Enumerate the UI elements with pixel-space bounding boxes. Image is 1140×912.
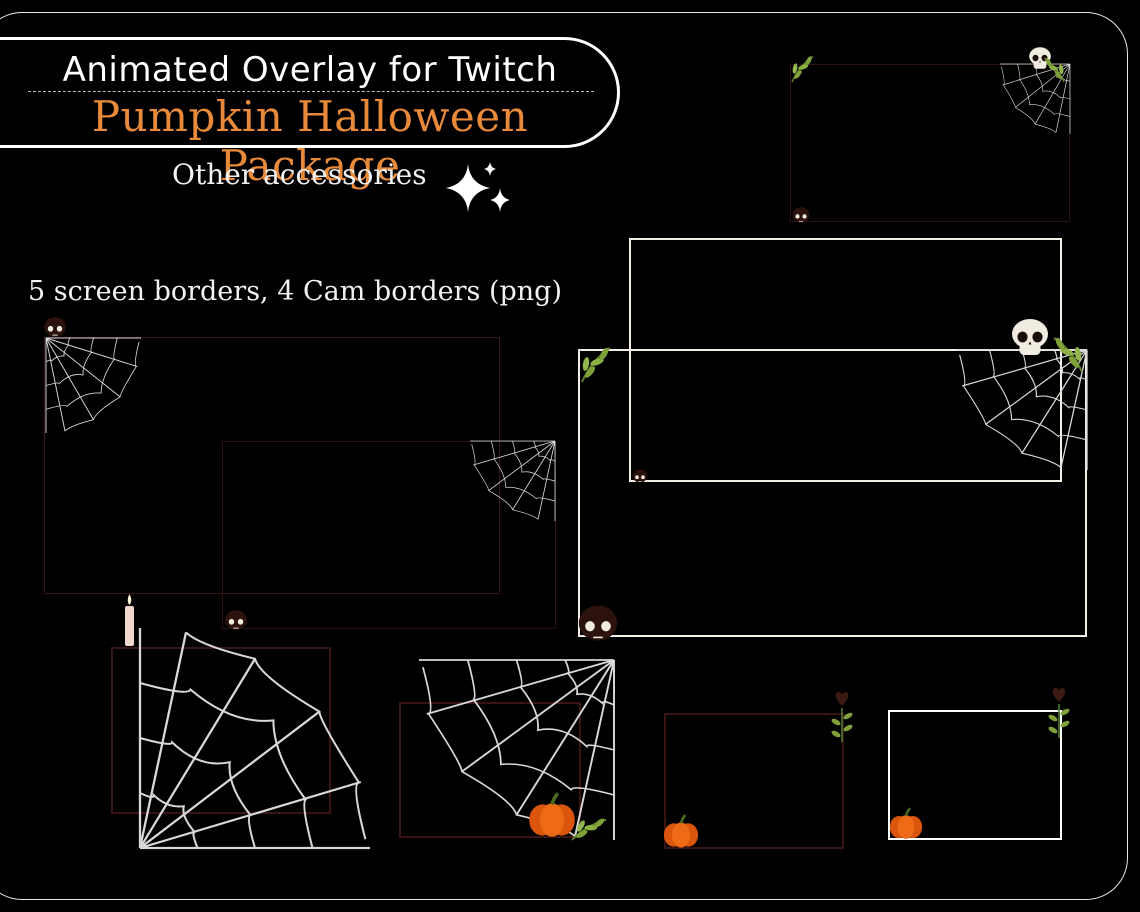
cam-border-preview — [399, 702, 581, 838]
skull-icon — [632, 469, 648, 483]
heart-icon — [1046, 687, 1072, 739]
pumpkin-icon — [888, 807, 924, 841]
screen-border-preview — [222, 441, 556, 629]
spiderweb-icon — [469, 440, 556, 522]
heart-icon — [829, 691, 855, 743]
description: 5 screen borders, 4 Cam borders (png) — [28, 276, 562, 307]
spiderweb-icon — [45, 337, 142, 434]
cam-border-preview — [111, 647, 331, 814]
skull-icon — [792, 206, 810, 224]
title-divider — [28, 91, 594, 92]
spiderweb-icon — [138, 626, 372, 850]
skull-icon — [43, 316, 67, 338]
pumpkin-icon — [527, 791, 577, 839]
leaf-icon — [791, 54, 814, 83]
cam-border-preview — [888, 710, 1062, 840]
product-card — [0, 12, 1128, 900]
title-line-2: Pumpkin Halloween Package — [91, 92, 529, 190]
title-line-1: Animated Overlay for Twitch — [62, 50, 558, 90]
screen-border-preview — [629, 238, 1062, 482]
skull-icon — [577, 604, 619, 642]
spiderweb-icon — [418, 659, 615, 841]
screen-border-preview — [44, 337, 500, 594]
sparkle-icon — [446, 162, 510, 212]
spiderweb-icon — [956, 349, 1088, 471]
leaf-icon — [570, 808, 608, 850]
pumpkin-icon — [662, 813, 700, 849]
title-banner — [0, 37, 620, 148]
skull-icon — [1029, 47, 1051, 69]
leaf-icon — [1052, 335, 1084, 373]
candle-icon — [125, 594, 134, 646]
screen-border-preview — [578, 349, 1087, 637]
leaf-icon — [1043, 56, 1065, 83]
screen-border-preview — [790, 64, 1070, 222]
cam-border-preview — [664, 713, 844, 849]
subtitle: Other accessories — [172, 158, 427, 191]
leaf-icon — [580, 345, 612, 383]
skull-icon — [224, 609, 248, 631]
